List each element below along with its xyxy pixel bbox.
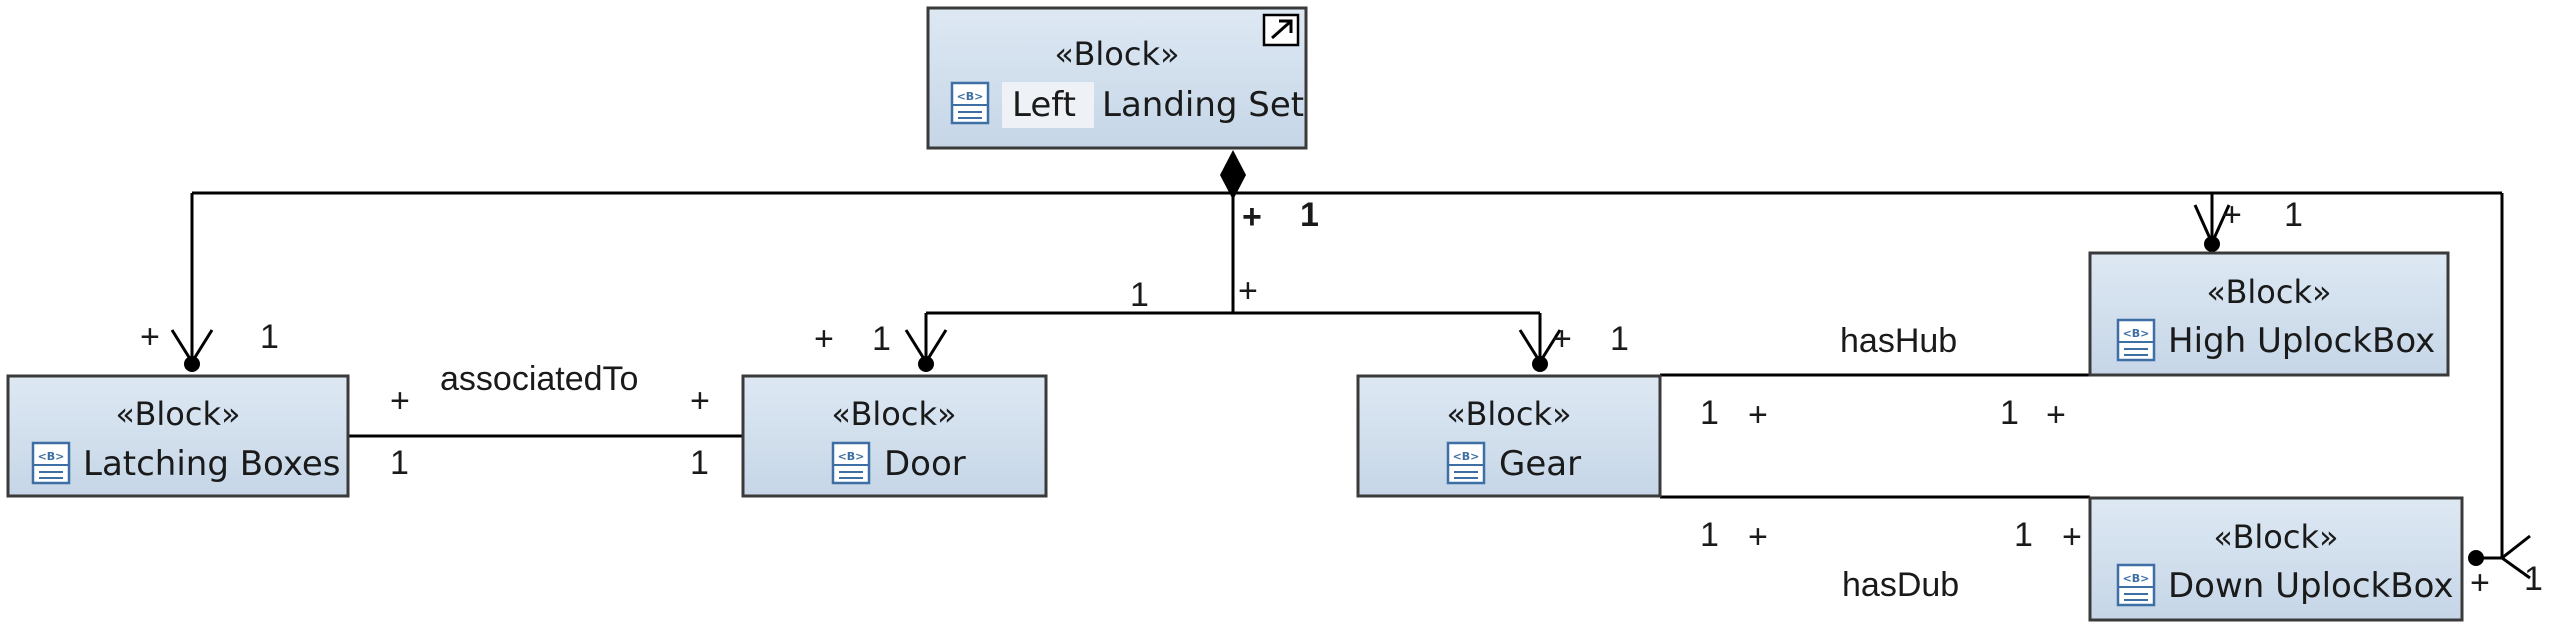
block-high-uplockbox[interactable]: «Block» High UplockBox (2088, 251, 2450, 377)
multiplicity-one: 1 (1700, 394, 1719, 432)
role-plus: + (814, 320, 834, 358)
multiplicity-one: 1 (1300, 196, 1319, 234)
multiplicity-one: 1 (1130, 276, 1149, 314)
role-plus: + (1552, 320, 1572, 358)
role-plus: + (1748, 518, 1768, 556)
composition-diamond[interactable] (1220, 150, 1246, 200)
multiplicity-one: 1 (872, 320, 891, 358)
dot-high-uplock (2204, 236, 2220, 252)
block-name: Latching Boxes (83, 444, 341, 484)
block-stereotype: «Block» (831, 395, 956, 433)
multiplicity-one: 1 (2000, 394, 2019, 432)
role-plus: + (390, 382, 410, 420)
block-name: Door (884, 444, 966, 484)
role-plus: + (2470, 564, 2490, 602)
block-stereotype: «Block» (115, 395, 240, 433)
role-plus: + (2046, 396, 2066, 434)
block-door[interactable]: «Block» Door (741, 374, 1048, 498)
multiplicity-one: 1 (2284, 196, 2303, 234)
block-latching-boxes[interactable]: «Block» Latching Boxes (6, 374, 350, 498)
role-plus: + (2222, 196, 2242, 234)
association-name-associated-to: associatedTo (440, 360, 638, 398)
block-icon (1446, 441, 1486, 485)
multiplicity-one: 1 (260, 318, 279, 356)
arrowhead-down-uplock (2499, 534, 2531, 580)
block-left-landing-set[interactable]: «Block» Left Landing Set (926, 6, 1308, 150)
block-icon (2116, 318, 2156, 362)
block-name-first: Left (1012, 85, 1076, 125)
multiplicity-one: 1 (1610, 320, 1629, 358)
role-plus: + (690, 382, 710, 420)
block-icon (950, 81, 990, 125)
connection-dots (184, 236, 2484, 566)
name-highlight (1002, 82, 1094, 128)
role-plus: + (140, 318, 160, 356)
role-plus: + (1748, 396, 1768, 434)
block-down-uplockbox[interactable]: «Block» Down UplockBox (2088, 496, 2464, 622)
role-plus: + (1238, 272, 1258, 310)
role-plus: + (1242, 198, 1262, 236)
multiplicity-one: 1 (2014, 516, 2033, 554)
multiplicity-one: 1 (1700, 516, 1719, 554)
shortcut-arrow-icon (1271, 19, 1293, 40)
multiplicity-one: 1 (690, 444, 709, 482)
role-plus: + (2062, 518, 2082, 556)
dot-down-uplock (2468, 550, 2484, 566)
block-stereotype: «Block» (2206, 273, 2331, 311)
block-stereotype: «Block» (2213, 518, 2338, 556)
dot-latching (184, 356, 200, 372)
connectors (190, 191, 2504, 560)
block-stereotype: «Block» (1054, 35, 1179, 73)
block-stereotype: «Block» (1446, 395, 1571, 433)
association-name-has-hub: hasHub (1840, 322, 1957, 360)
block-name: High UplockBox (2168, 321, 2435, 361)
multiplicity-one: 1 (2524, 560, 2543, 598)
block-name: Gear (1499, 444, 1581, 484)
block-icon (31, 441, 71, 485)
association-name-has-dub: hasDub (1842, 566, 1959, 604)
block-gear[interactable]: «Block» Gear (1356, 374, 1662, 498)
dot-door (918, 356, 934, 372)
block-name: Down UplockBox (2168, 566, 2453, 606)
block-icon (831, 441, 871, 485)
dot-gear (1532, 356, 1548, 372)
multiplicity-one: 1 (390, 444, 409, 482)
block-name-rest: Landing Set (1102, 85, 1304, 125)
block-icon (2116, 563, 2156, 607)
